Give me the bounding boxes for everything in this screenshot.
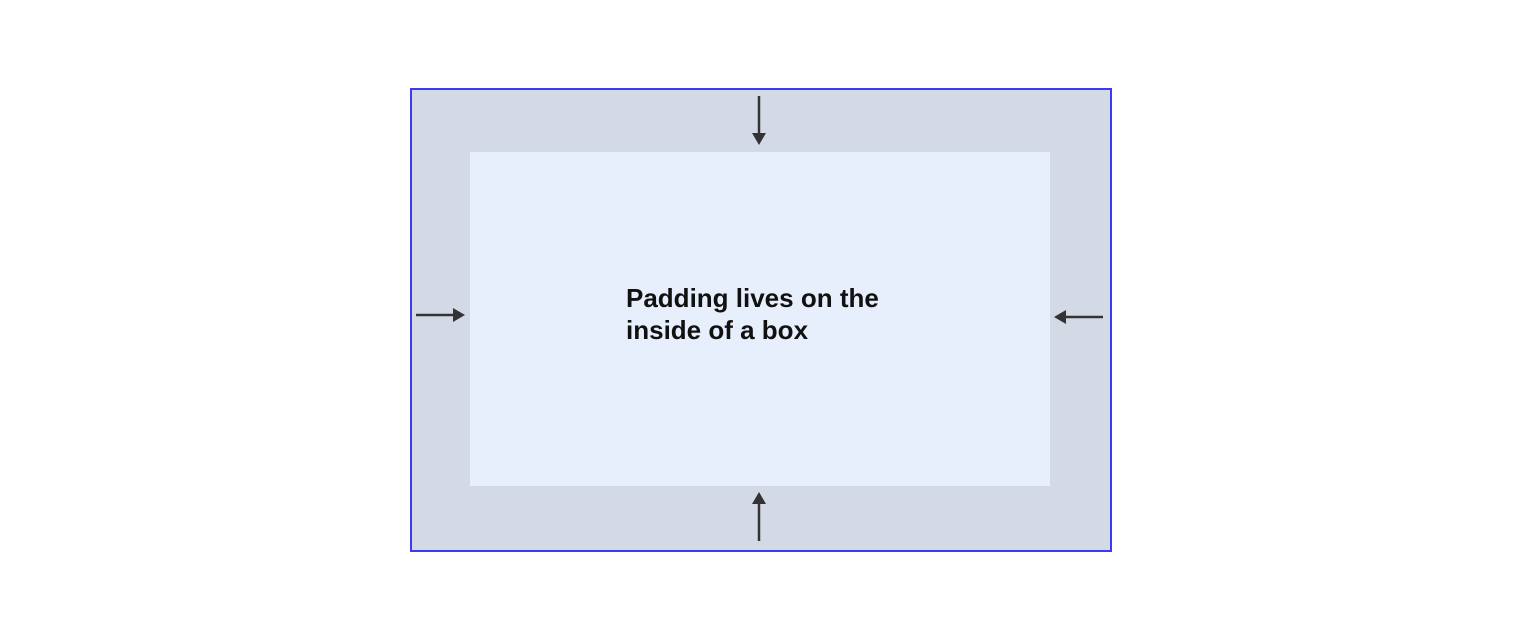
content-box <box>470 152 1050 486</box>
diagram-caption: Padding lives on the inside of a box <box>626 283 879 345</box>
arrow-up-icon <box>752 492 766 541</box>
arrow-right-icon <box>416 308 465 322</box>
arrow-left-icon <box>1054 310 1103 324</box>
arrow-down-icon <box>752 96 766 145</box>
